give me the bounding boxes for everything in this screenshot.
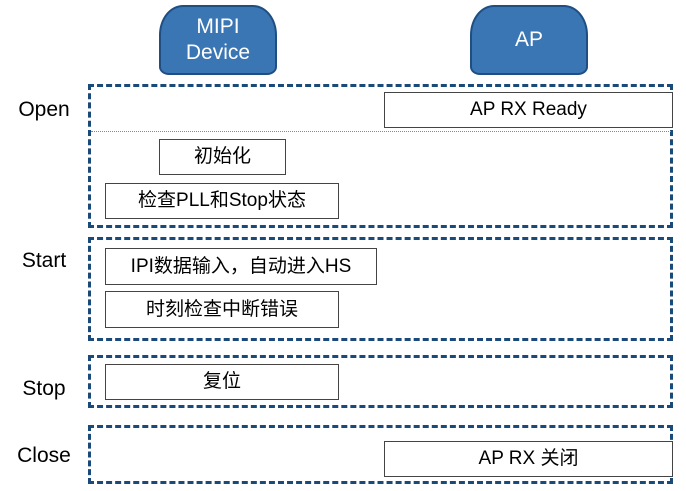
step-ap-rx-ready: AP RX Ready [384, 92, 673, 128]
stage-box-start [88, 237, 673, 341]
step-check-interrupt: 时刻检查中断错误 [105, 291, 339, 328]
stage-label-close: Close [17, 444, 71, 467]
step-ap-rx-close: AP RX 关闭 [384, 441, 673, 477]
step-check-pll-stop: 检查PLL和Stop状态 [105, 183, 339, 219]
stage-label-start: Start [21, 249, 67, 272]
step-ipi-input: IPI数据输入，自动进入HS [105, 248, 377, 285]
mipi-device-label: MIPI Device [185, 15, 251, 64]
ap-node: AP [470, 5, 588, 75]
stage-label-stop: Stop [22, 377, 66, 400]
ap-label: AP [514, 28, 543, 51]
stage-box-open [88, 84, 673, 228]
mipi-device-node: MIPI Device [159, 5, 277, 75]
stage-box-stop [88, 355, 673, 408]
step-reset: 复位 [105, 364, 339, 400]
stage-label-open: Open [18, 98, 70, 121]
step-init: 初始化 [159, 139, 286, 175]
open-stage-divider [91, 131, 671, 132]
